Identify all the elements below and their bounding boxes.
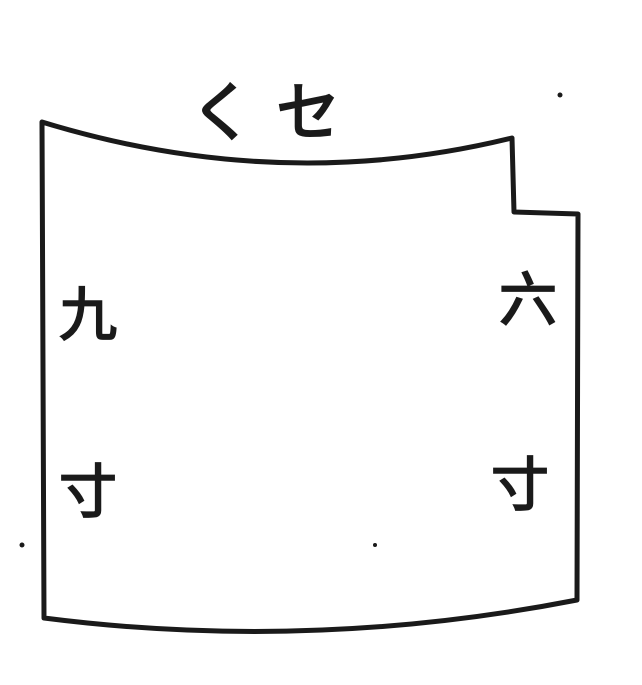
top-label: く セ — [190, 76, 340, 151]
left-label-top: 九 — [59, 281, 117, 349]
right-label-bottom: 寸 — [491, 451, 549, 519]
ink-speck — [373, 543, 377, 547]
ink-speck — [19, 542, 25, 548]
left-label-bottom: 寸 — [59, 458, 117, 526]
ink-speck — [557, 92, 563, 98]
pattern-outline — [39, 119, 581, 634]
right-label-top: 六 — [499, 266, 557, 334]
